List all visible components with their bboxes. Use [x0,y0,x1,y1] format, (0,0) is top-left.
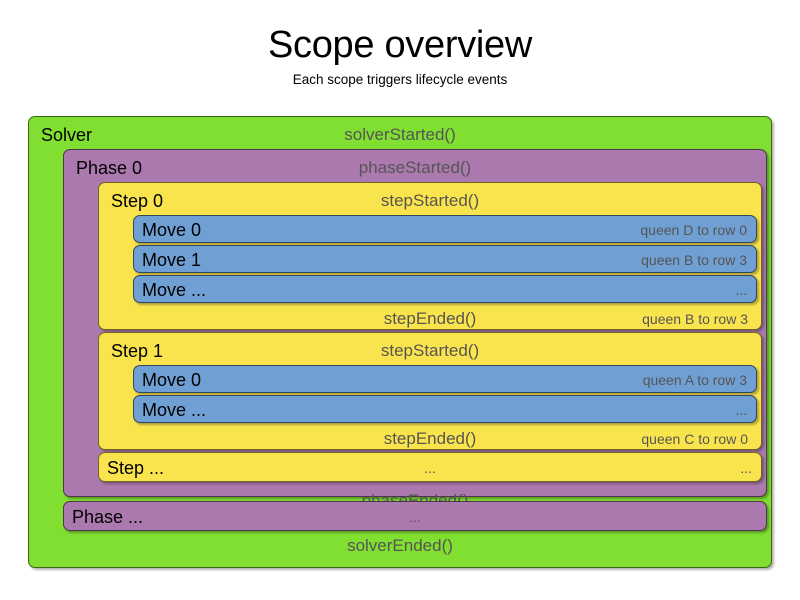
move-detail-label: ... [735,282,747,298]
step-ellipsis-scope-box: Step ... ... ... [98,452,762,482]
move-detail-label: queen A to row 3 [642,372,747,388]
step-ellipsis-row: Step ... ... ... [99,453,761,483]
move-detail-label: queen B to row 3 [641,252,747,268]
page-subtitle: Each scope triggers lifecycle events [292,71,508,87]
move-row: Move ... ... [133,395,757,423]
step-0-footer-row: stepEnded() queen B to row 3 [103,305,757,333]
phase-ellipsis-event-label: ... [409,509,421,525]
move-detail-label: ... [735,402,747,418]
page-title: Scope overview [267,24,533,66]
step-started-event-label: stepStarted() [380,341,480,360]
step-ended-event-label: stepEnded() [383,429,477,448]
move-detail-label: queen D to row 0 [640,222,747,238]
move-label: Move 0 [142,370,202,390]
move-label: Move 0 [142,220,202,240]
solver-header-row: Solver solverStarted() [33,121,767,149]
step-1-footer-row: stepEnded() queen C to row 0 [103,425,757,453]
solver-footer-row: solverEnded() [33,531,767,561]
move-row: Move ... ... [133,275,757,303]
step-ellipsis-label: Step ... [107,458,165,478]
phase-ellipsis-label: Phase ... [72,507,144,527]
solver-started-event-label: solverStarted() [344,125,456,144]
step-0-header-row: Step 0 stepStarted() [103,187,757,215]
phase-started-event-label: phaseStarted() [358,158,472,177]
solver-ended-event-label: solverEnded() [347,536,453,555]
phase-0-header-row: Phase 0 phaseStarted() [68,154,762,182]
step-ended-detail-label: queen B to row 3 [642,311,748,327]
step-0-scope-label: Step 0 [111,191,164,211]
step-ended-event-label: stepEnded() [383,309,477,328]
move-row: Move 1 queen B to row 3 [133,245,757,273]
solver-scope-label: Solver [41,125,93,145]
move-row: Move 0 queen D to row 0 [133,215,757,243]
move-row: Move 0 queen A to row 3 [133,365,757,393]
move-label: Move 1 [142,250,202,270]
phase-0-scope-label: Phase 0 [76,158,143,178]
step-0-scope-box: Step 0 stepStarted() Move 0 queen D to r… [98,182,762,330]
solver-scope-box: Solver solverStarted() Phase 0 phaseStar… [28,116,772,568]
step-started-event-label: stepStarted() [380,191,480,210]
step-1-scope-box: Step 1 stepStarted() Move 0 queen A to r… [98,332,762,450]
step-ellipsis-event-label: ... [424,460,436,476]
phase-ellipsis-scope-box: Phase ... ... [63,501,767,531]
step-ellipsis-detail-label: ... [740,460,752,476]
step-1-header-row: Step 1 stepStarted() [103,337,757,365]
step-1-scope-label: Step 1 [111,341,164,361]
move-label: Move ... [142,400,207,420]
phase-0-scope-box: Phase 0 phaseStarted() Step 0 stepStarte… [63,149,767,510]
phase-ellipsis-row: Phase ... ... [64,502,766,532]
step-ended-detail-label: queen C to row 0 [641,431,748,447]
move-label: Move ... [142,280,207,300]
